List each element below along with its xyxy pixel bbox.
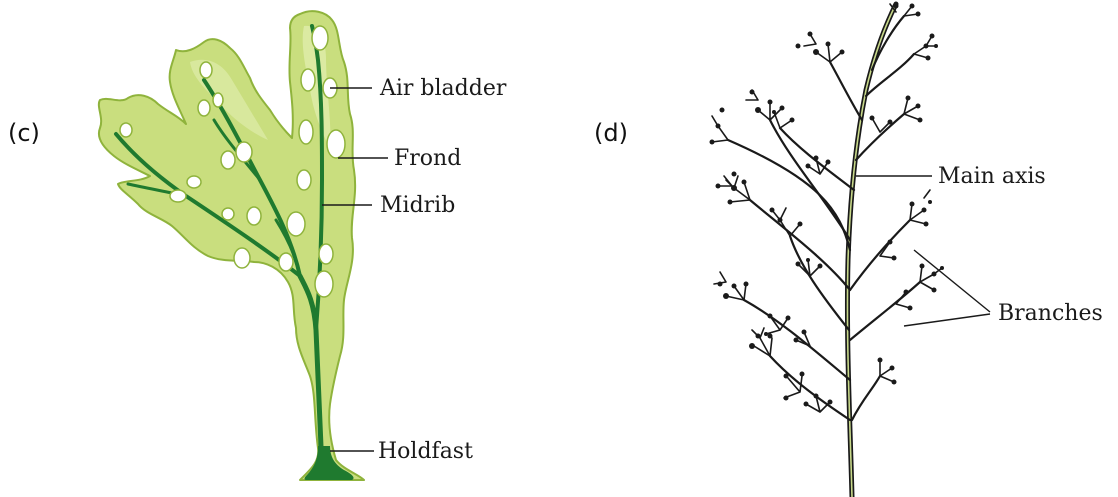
- air-bladder-icon: [221, 151, 235, 169]
- midrib-label: Midrib: [380, 193, 455, 218]
- branches-leader-lower: [904, 314, 990, 326]
- air-bladder-icon: [299, 120, 313, 144]
- air-bladder-icon: [319, 244, 333, 264]
- branches-label: Branches: [998, 301, 1103, 326]
- air-bladder-icon: [198, 100, 210, 116]
- air-bladder-icon: [120, 123, 132, 137]
- air-bladder-icon: [247, 207, 261, 225]
- air-bladder-icon: [287, 212, 305, 236]
- main-axis-label: Main axis: [938, 164, 1046, 189]
- air-bladder-icon: [301, 69, 315, 91]
- panel-d: (d): [594, 4, 1103, 497]
- air-bladder-icon: [213, 93, 223, 107]
- air-bladder-icon: [187, 176, 201, 188]
- air-bladder-icon: [222, 208, 234, 220]
- branch-tufts: [712, 4, 942, 412]
- holdfast-label: Holdfast: [378, 439, 473, 464]
- panel-c: (c): [8, 11, 507, 480]
- frond-label: Frond: [394, 146, 461, 171]
- primary-branches: [728, 16, 920, 420]
- panel-d-letter: (d): [594, 119, 628, 147]
- air-bladder-icon: [315, 271, 333, 297]
- air-bladder-label: Air bladder: [379, 76, 507, 101]
- air-bladder-icon: [279, 253, 293, 271]
- panel-c-letter: (c): [8, 119, 40, 147]
- air-bladder-icon: [297, 170, 311, 190]
- air-bladder-icon: [234, 248, 250, 268]
- air-bladder-icon: [236, 142, 252, 162]
- air-bladder-icon: [170, 190, 186, 202]
- branched-alga-illustration: [710, 4, 945, 497]
- air-bladder-icon: [200, 62, 212, 78]
- air-bladder-icon: [327, 130, 345, 158]
- fucus-illustration: [99, 11, 364, 480]
- branches-leader-upper: [914, 250, 990, 312]
- air-bladder-icon: [312, 26, 328, 50]
